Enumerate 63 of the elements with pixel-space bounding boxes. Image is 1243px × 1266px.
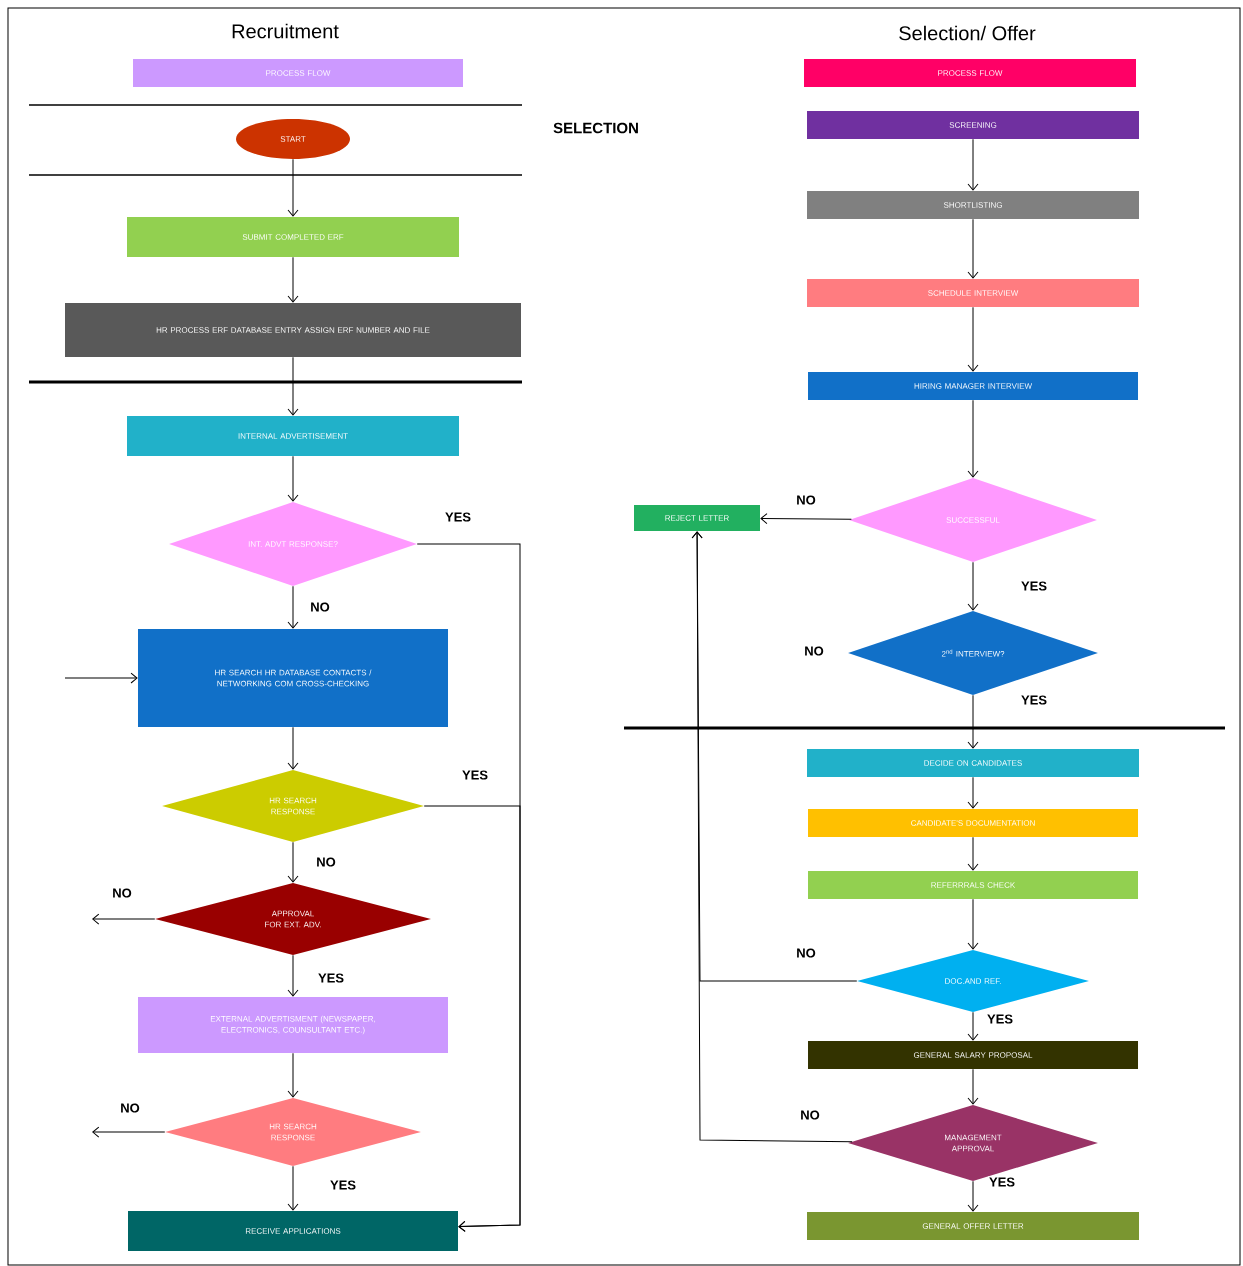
edge-label: YES — [1020, 694, 1048, 706]
process-box: PROCESS FLOW — [133, 59, 463, 87]
arrow — [967, 561, 979, 611]
process-box: SUBMIT COMPLETED ERF — [127, 217, 459, 257]
edge-label: NO — [795, 494, 817, 506]
arrow — [967, 218, 979, 279]
edge-label: YES — [1020, 580, 1048, 592]
process-box: SHORTLISTING — [807, 191, 1139, 219]
arrow — [287, 1052, 299, 1098]
process-box: REFERRRALS CHECK — [808, 871, 1138, 899]
edge-label: YES — [461, 769, 489, 781]
arrow — [967, 1011, 979, 1041]
section-label: SELECTION — [553, 122, 638, 134]
edge-label: NO — [309, 601, 331, 613]
arrow — [92, 1126, 166, 1138]
arrow — [287, 841, 299, 883]
process-box: SCREENING — [807, 111, 1139, 139]
edge-label: YES — [317, 972, 345, 984]
arrow — [287, 256, 299, 303]
heading: Recruitment — [232, 23, 339, 39]
process-box: GENERAL OFFER LETTER — [807, 1212, 1139, 1240]
process-box: EXTERNAL ADVERTISMENT (NEWSPAPER, ELECTRONICS, COUNSULTANT ETC.) — [138, 997, 448, 1053]
process-box: INTERNAL ADVERTISEMENT — [127, 416, 459, 456]
arrow — [967, 694, 979, 749]
arrow — [967, 306, 979, 372]
arrow — [691, 531, 853, 1143]
edge-label: NO — [795, 947, 817, 959]
branch-label: NO — [805, 646, 824, 656]
process-box: REJECT LETTER — [634, 505, 760, 531]
arrow — [287, 726, 299, 770]
process-box: PROCESS FLOW — [804, 59, 1136, 87]
arrow — [967, 836, 979, 871]
arrow — [287, 455, 299, 502]
arrow — [287, 585, 299, 629]
process-box: HIRING MANAGER INTERVIEW — [808, 372, 1138, 400]
arrow — [967, 399, 979, 478]
edge-label: NO — [799, 1109, 821, 1121]
arrow — [287, 356, 299, 416]
arrow — [967, 1180, 979, 1212]
edge-label: NO — [315, 856, 337, 868]
arrow — [64, 672, 138, 684]
edge-label: YES — [444, 511, 472, 523]
arrow — [967, 1068, 979, 1105]
arrow — [967, 898, 979, 950]
process-box: DECIDE ON CANDIDATES — [807, 749, 1139, 777]
arrow — [287, 158, 299, 217]
arrow — [92, 913, 156, 925]
process-box: CANDIDATE'S DOCUMENTATION — [808, 809, 1138, 837]
arrow — [967, 776, 979, 809]
arrow — [967, 138, 979, 191]
edge-label: YES — [329, 1179, 357, 1191]
process-box: HR SEARCH HR DATABASE CONTACTS / NETWORKING COM CROSS-CHECKING — [138, 629, 448, 727]
arrow — [287, 1165, 299, 1211]
process-box: GENERAL SALARY PROPOSAL — [808, 1041, 1138, 1069]
arrow — [423, 805, 521, 1232]
process-box: RECEIVE APPLICATIONS — [128, 1211, 458, 1251]
process-box: HR PROCESS ERF DATABASE ENTRY ASSIGN ERF NUMBER AND FILE — [65, 303, 521, 357]
arrow — [760, 513, 852, 524]
edge-label: NO — [111, 887, 133, 899]
edge-label: NO — [119, 1102, 141, 1114]
process-box: SCHEDULE INTERVIEW — [807, 279, 1139, 307]
edge-label: YES — [986, 1013, 1014, 1025]
arrow — [287, 954, 299, 997]
